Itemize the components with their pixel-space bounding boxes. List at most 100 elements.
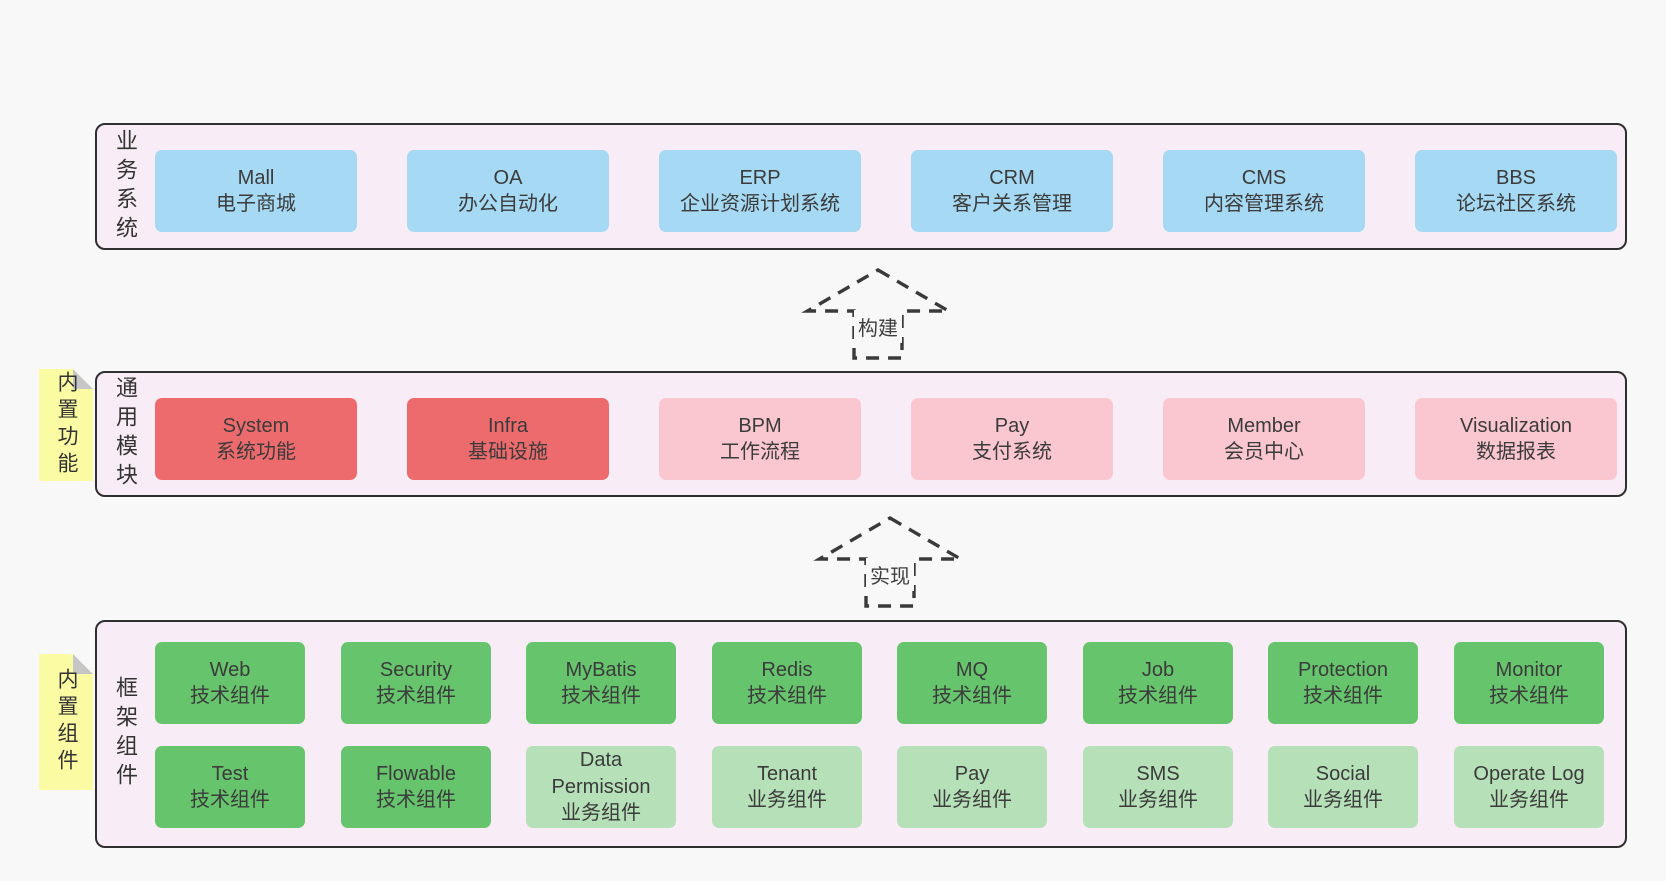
box-system: System 系统功能: [155, 398, 357, 480]
box-visualization: Visualization 数据报表: [1415, 398, 1617, 480]
box-subtitle: 工作流程: [720, 441, 800, 463]
arrow-implement-label: 实现: [866, 558, 914, 591]
box-title: System: [222, 414, 290, 437]
box-operate-log: Operate Log 业务组件: [1454, 746, 1604, 828]
box-title: SMS: [1136, 762, 1180, 785]
box-title: Redis: [761, 658, 813, 681]
arrow-build-label: 构建: [854, 310, 902, 343]
box-bbs: BBS 论坛社区系统: [1415, 150, 1617, 232]
box-subtitle: 电子商城: [216, 193, 296, 215]
box-title: Visualization: [1460, 414, 1572, 437]
band-common-modules: 通用模块 System 系统功能 Infra 基础设施 BPM 工作流程 Pay 支付系统 Me…: [95, 371, 1627, 497]
box-title: Pay: [994, 414, 1030, 437]
box-security: Security 技术组件: [341, 642, 491, 724]
box-pay: Pay 支付系统: [911, 398, 1113, 480]
box-title: Member: [1227, 414, 1301, 437]
band-components-label: 框架组件: [113, 676, 138, 792]
box-title: Infra: [487, 414, 529, 437]
box-subtitle: 业务组件: [747, 789, 827, 811]
note-built-in-components: 内置组件: [39, 654, 93, 790]
box-pay: Pay 业务组件: [897, 746, 1047, 828]
box-protection: Protection 技术组件: [1268, 642, 1418, 724]
note-built-in-components-label: 内置组件: [55, 668, 78, 776]
box-bpm: BPM 工作流程: [659, 398, 861, 480]
box-subtitle: 会员中心: [1224, 441, 1304, 463]
box-subtitle: 办公自动化: [458, 193, 558, 215]
box-title: Protection: [1297, 658, 1389, 681]
box-title: Pay: [954, 762, 990, 785]
box-subtitle: 论坛社区系统: [1456, 193, 1576, 215]
box-subtitle: 基础设施: [468, 441, 548, 463]
note-built-in-features: 内置功能: [39, 369, 93, 481]
box-monitor: Monitor 技术组件: [1454, 642, 1604, 724]
box-subtitle: 系统功能: [216, 441, 296, 463]
box-data-permission: Data Permission 业务组件: [526, 746, 676, 828]
box-title: CMS: [1241, 166, 1287, 189]
box-subtitle: 企业资源计划系统: [680, 193, 840, 215]
box-title: Operate Log: [1473, 762, 1585, 785]
arrow-build: 构建: [798, 262, 958, 368]
box-cms: CMS 内容管理系统: [1163, 150, 1365, 232]
box-subtitle: 业务组件: [1118, 789, 1198, 811]
box-title: Monitor: [1495, 658, 1563, 681]
band-modules-label: 通用模块: [113, 376, 138, 492]
note-built-in-features-label: 内置功能: [55, 371, 78, 479]
box-title: Data Permission: [551, 749, 651, 798]
box-title: MQ: [955, 658, 989, 681]
box-subtitle: 技术组件: [932, 685, 1012, 707]
box-subtitle: 技术组件: [1489, 685, 1569, 707]
box-subtitle: 技术组件: [190, 685, 270, 707]
arrow-implement: 实现: [810, 510, 970, 616]
box-title: Social: [1315, 762, 1371, 785]
box-subtitle: 业务组件: [561, 802, 641, 825]
box-subtitle: 内容管理系统: [1204, 193, 1324, 215]
box-tenant: Tenant 业务组件: [712, 746, 862, 828]
box-title: BBS: [1495, 166, 1537, 189]
band-business-systems: 业务系统 Mall 电子商城 OA 办公自动化 ERP 企业资源计划系统 CRM 客户关系管理…: [95, 123, 1627, 250]
box-subtitle: 技术组件: [376, 685, 456, 707]
box-redis: Redis 技术组件: [712, 642, 862, 724]
box-job: Job 技术组件: [1083, 642, 1233, 724]
box-subtitle: 技术组件: [747, 685, 827, 707]
box-subtitle: 支付系统: [972, 441, 1052, 463]
box-title: MyBatis: [565, 658, 637, 681]
up-block-arrow-icon: [813, 516, 967, 608]
up-block-arrow-icon: [801, 268, 955, 360]
box-subtitle: 技术组件: [376, 789, 456, 811]
box-mybatis: MyBatis 技术组件: [526, 642, 676, 724]
box-subtitle: 业务组件: [1489, 789, 1569, 811]
box-sms: SMS 业务组件: [1083, 746, 1233, 828]
box-flowable: Flowable 技术组件: [341, 746, 491, 828]
box-title: Job: [1141, 658, 1175, 681]
box-title: Flowable: [375, 762, 457, 785]
box-test: Test 技术组件: [155, 746, 305, 828]
box-crm: CRM 客户关系管理: [911, 150, 1113, 232]
box-title: OA: [493, 166, 523, 189]
band-business-label: 业务系统: [113, 128, 138, 245]
box-title: ERP: [739, 166, 781, 189]
box-subtitle: 技术组件: [190, 789, 270, 811]
box-title: Tenant: [756, 762, 818, 785]
box-title: Test: [211, 762, 249, 785]
box-member: Member 会员中心: [1163, 398, 1365, 480]
box-subtitle: 业务组件: [1303, 789, 1383, 811]
box-web: Web 技术组件: [155, 642, 305, 724]
box-mall: Mall 电子商城: [155, 150, 357, 232]
box-subtitle: 技术组件: [1118, 685, 1198, 707]
box-title: CRM: [989, 166, 1035, 189]
box-oa: OA 办公自动化: [407, 150, 609, 232]
box-subtitle: 技术组件: [561, 685, 641, 707]
box-subtitle: 技术组件: [1303, 685, 1383, 707]
box-subtitle: 业务组件: [932, 789, 1012, 811]
box-title: BPM: [738, 414, 782, 437]
box-infra: Infra 基础设施: [407, 398, 609, 480]
box-erp: ERP 企业资源计划系统: [659, 150, 861, 232]
box-mq: MQ 技术组件: [897, 642, 1047, 724]
box-title: Security: [379, 658, 453, 681]
box-subtitle: 客户关系管理: [952, 193, 1072, 215]
box-social: Social 业务组件: [1268, 746, 1418, 828]
box-subtitle: 数据报表: [1476, 441, 1556, 463]
box-title: Mall: [237, 166, 275, 189]
box-title: Web: [209, 658, 251, 681]
